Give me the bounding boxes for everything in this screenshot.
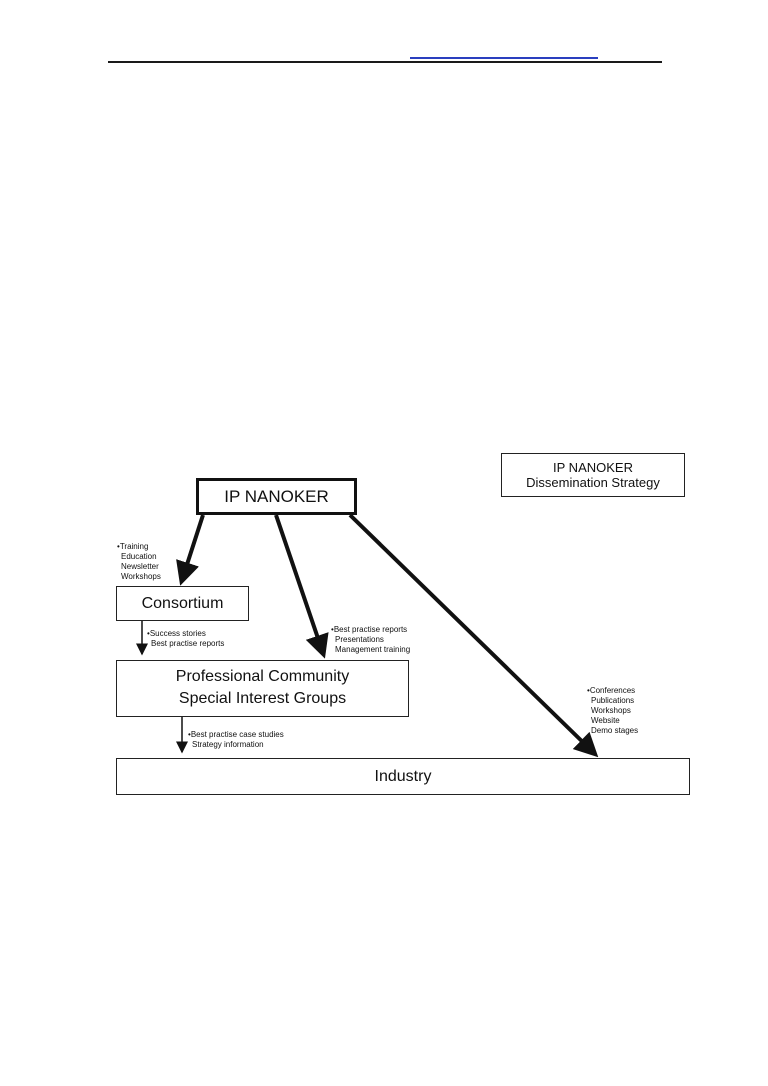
legend-subtitle: Dissemination Strategy — [526, 475, 660, 490]
node-community-label-1: Professional Community — [175, 668, 350, 685]
node-industry-label: Industry — [374, 768, 432, 785]
note-consortium-to-community: Success stories Best practise reports — [147, 629, 225, 649]
node-community-label-2: Special Interest Groups — [178, 690, 347, 707]
note-item: Education — [121, 552, 157, 561]
arrow-nanoker-to-community — [274, 514, 329, 659]
header-link-underline[interactable] — [410, 57, 598, 59]
note-item: Demo stages — [591, 726, 639, 735]
note-to-industry: Conferences Publications Workshops Websi… — [587, 686, 638, 736]
node-consortium-label: Consortium — [141, 595, 224, 612]
note-item: Training — [117, 542, 161, 552]
note-item: Conferences — [587, 686, 638, 696]
header-rule — [108, 61, 662, 63]
note-item: Workshops — [121, 572, 161, 581]
note-item: Website — [591, 716, 620, 725]
legend-title: IP NANOKER — [553, 460, 633, 475]
note-item: Strategy information — [192, 740, 264, 749]
node-professional-community: Professional Community Special Interest … — [116, 660, 409, 717]
note-to-consortium: Training Education Newsletter Workshops — [117, 542, 161, 582]
note-item: Success stories — [147, 629, 224, 639]
note-to-community: Best practise reports Presentations Mana… — [331, 625, 410, 655]
note-item: Best practise reports — [151, 639, 225, 648]
node-ip-nanoker-label: IP NANOKER — [224, 487, 329, 506]
node-ip-nanoker: IP NANOKER — [196, 478, 357, 515]
note-item: Management training — [335, 645, 411, 654]
note-item: Presentations — [335, 635, 384, 644]
note-item: Workshops — [591, 706, 631, 715]
note-item: Best practise reports — [331, 625, 410, 635]
node-industry: Industry — [116, 758, 690, 795]
note-item: Newsletter — [121, 562, 159, 571]
node-consortium: Consortium — [116, 586, 249, 621]
legend-box: IP NANOKER Dissemination Strategy — [501, 453, 685, 497]
note-item: Publications — [591, 696, 635, 705]
note-community-to-industry: Best practise case studies Strategy info… — [188, 730, 284, 750]
arrow-nanoker-to-consortium — [176, 514, 205, 586]
note-item: Best practise case studies — [188, 730, 284, 740]
